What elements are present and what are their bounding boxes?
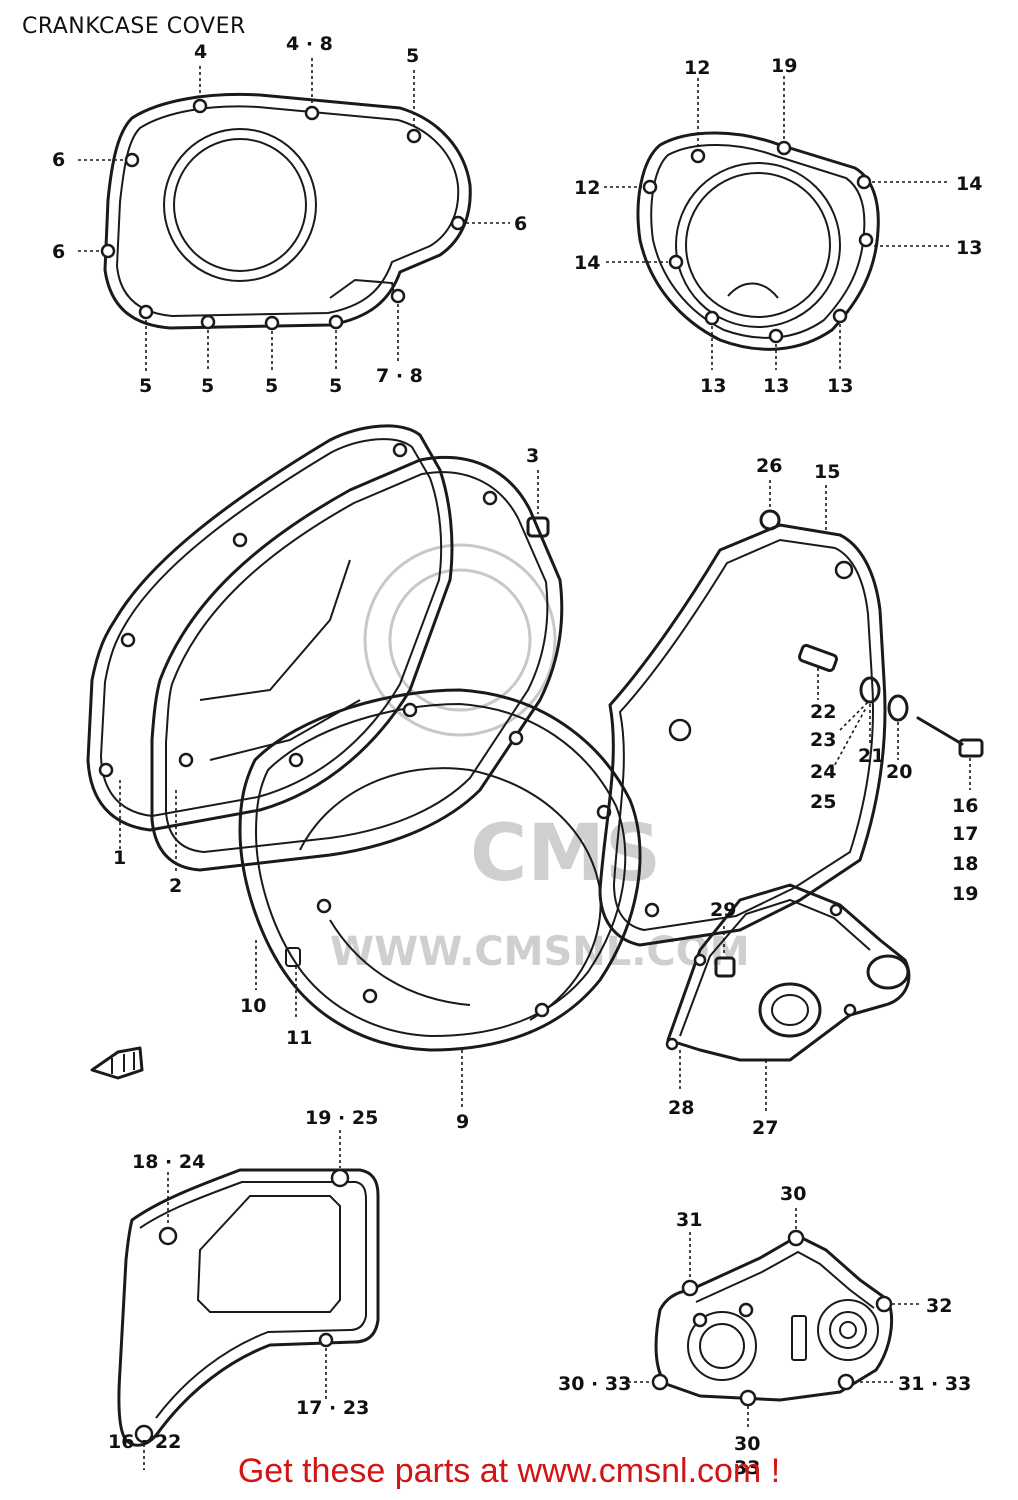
callout-5-d: 5 bbox=[329, 375, 342, 397]
oil-pipe-3 bbox=[526, 470, 550, 538]
callout-18-24: 18 · 24 bbox=[132, 1151, 205, 1173]
callout-4: 4 bbox=[194, 41, 207, 63]
callout-10: 10 bbox=[240, 995, 266, 1017]
page-title: CRANKCASE COVER bbox=[22, 14, 246, 39]
callout-31-33: 31 · 33 bbox=[898, 1373, 971, 1395]
callout-1: 1 bbox=[113, 847, 126, 869]
callout-13-right: 13 bbox=[956, 237, 982, 259]
watermark-logo-inner-ring bbox=[388, 568, 532, 712]
sprocket-cover-15 bbox=[598, 480, 887, 947]
callout-22: 22 bbox=[810, 701, 836, 723]
callout-27: 27 bbox=[752, 1117, 778, 1139]
callout-30-top: 30 bbox=[780, 1183, 806, 1205]
callout-30-bottom: 30 bbox=[734, 1433, 760, 1455]
callout-3: 3 bbox=[526, 445, 539, 467]
callout-16: 16 bbox=[952, 795, 978, 817]
callout-5-b: 5 bbox=[201, 375, 214, 397]
callout-30-33: 30 · 33 bbox=[558, 1373, 631, 1395]
callout-13-c: 13 bbox=[827, 375, 853, 397]
callout-29: 29 bbox=[710, 899, 736, 921]
callout-19-25: 19 · 25 bbox=[305, 1107, 378, 1129]
callout-19-bolt: 19 bbox=[952, 883, 978, 905]
callout-13-a: 13 bbox=[700, 375, 726, 397]
callout-9: 9 bbox=[456, 1111, 469, 1133]
cover-bolt-washers bbox=[831, 676, 984, 790]
callout-21: 21 bbox=[858, 745, 884, 767]
callout-14-right: 14 bbox=[956, 173, 982, 195]
oil-pump-cover-gasket bbox=[628, 1208, 922, 1430]
callout-17: 17 bbox=[952, 823, 978, 845]
callout-5-a: 5 bbox=[139, 375, 152, 397]
callout-6-lower: 6 bbox=[52, 241, 65, 263]
generator-cover bbox=[238, 688, 642, 1108]
generator-cover-gasket bbox=[604, 76, 950, 370]
clutch-cover-gasket bbox=[78, 58, 510, 372]
watermark-logo-ring bbox=[363, 543, 557, 737]
callout-20: 20 bbox=[886, 761, 912, 783]
pump-cover-27 bbox=[665, 883, 911, 1112]
callout-4-8: 4 · 8 bbox=[286, 33, 333, 55]
callout-32: 32 bbox=[926, 1295, 952, 1317]
callout-14-left: 14 bbox=[574, 252, 600, 274]
callout-7-8: 7 · 8 bbox=[376, 365, 423, 387]
callout-28: 28 bbox=[668, 1097, 694, 1119]
callout-5-top: 5 bbox=[406, 45, 419, 67]
callout-25: 25 bbox=[810, 791, 836, 813]
callout-18: 18 bbox=[952, 853, 978, 875]
callout-23: 23 bbox=[810, 729, 836, 751]
clutch-cover-assembly bbox=[86, 424, 564, 872]
callout-24: 24 bbox=[810, 761, 836, 783]
callout-6-upper: 6 bbox=[52, 149, 65, 171]
sprocket-cover-gasket bbox=[117, 1130, 380, 1470]
callout-11: 11 bbox=[286, 1027, 312, 1049]
callout-17-23: 17 · 23 bbox=[296, 1397, 369, 1419]
watermark-site-text: WWW.CMSNL.COM bbox=[330, 929, 750, 975]
callout-2: 2 bbox=[169, 875, 182, 897]
callout-26: 26 bbox=[756, 455, 782, 477]
callout-19: 19 bbox=[771, 55, 797, 77]
watermark-logo-text: CMS bbox=[470, 809, 661, 899]
callout-15: 15 bbox=[814, 461, 840, 483]
callout-5-c: 5 bbox=[265, 375, 278, 397]
callout-31: 31 bbox=[676, 1209, 702, 1231]
callout-12-top: 12 bbox=[684, 57, 710, 79]
callout-12-left: 12 bbox=[574, 177, 600, 199]
watermark: CMS WWW.CMSNL.COM bbox=[330, 543, 750, 975]
callout-16-22: 16 · 22 bbox=[108, 1431, 181, 1453]
callout-6-right: 6 bbox=[514, 213, 527, 235]
parts-link-banner[interactable]: Get these parts at www.cmsnl.com ! bbox=[237, 1452, 781, 1490]
callout-33: 33 bbox=[734, 1457, 760, 1479]
callout-13-b: 13 bbox=[763, 375, 789, 397]
front-direction-arrow bbox=[90, 1046, 144, 1080]
